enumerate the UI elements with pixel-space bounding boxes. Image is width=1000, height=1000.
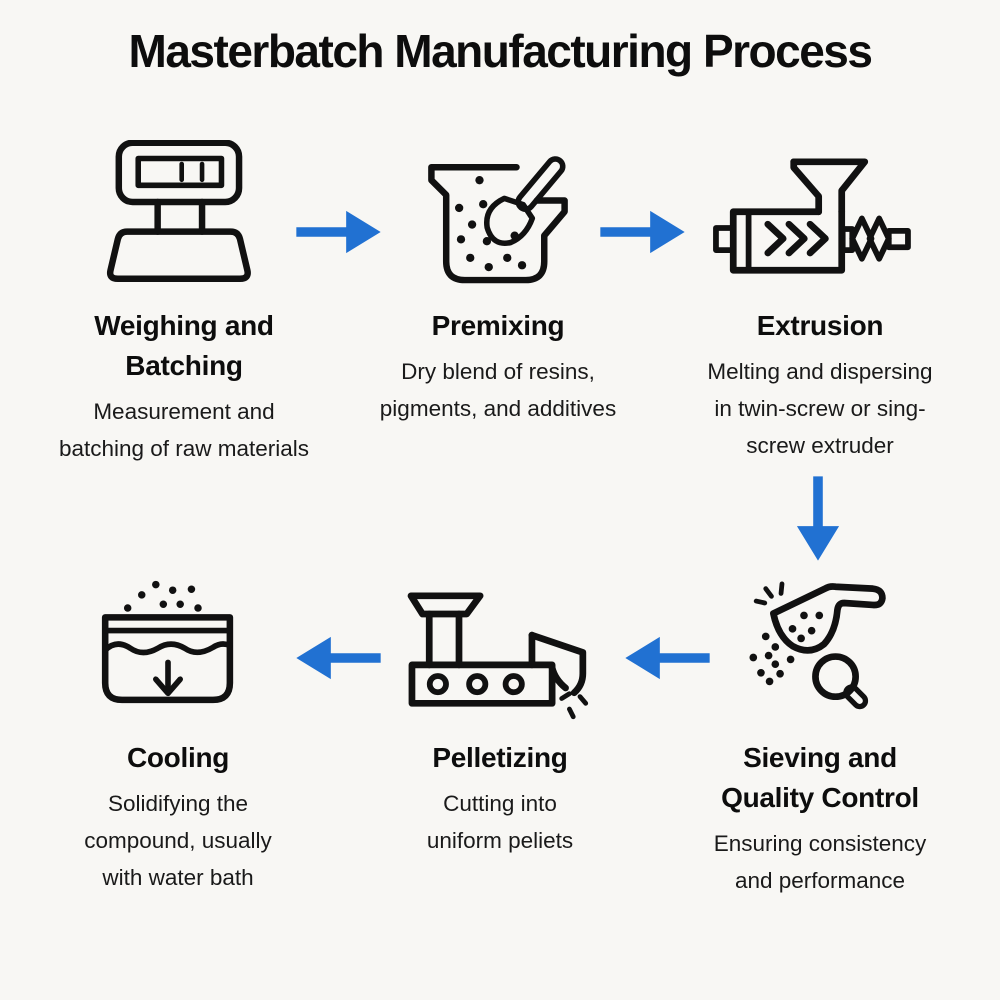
weighing-scale-icon: [104, 140, 252, 288]
flow-arrow-right-icon: [296, 209, 381, 255]
mixing-beaker-icon: [424, 145, 572, 293]
step-description: Ensuring consistency and performance: [713, 831, 927, 893]
step-title: Cooling: [126, 742, 230, 773]
step-weighing-and-batching: Weighing and Batching Measurement and ba…: [24, 306, 344, 467]
step-title: Weighing and Batching: [94, 310, 274, 381]
water-bath-icon: [88, 578, 248, 728]
page-title: Masterbatch Manufacturing Process: [128, 25, 873, 77]
step-sieving-quality-control: Sieving and Quality Control Ensuring con…: [660, 738, 980, 899]
step-description: Solidifying the compound, usually with w…: [84, 791, 272, 890]
extruder-icon: [710, 157, 912, 301]
step-extrusion: Extrusion Melting and dispersing in twin…: [660, 306, 980, 464]
step-premixing: Premixing Dry blend of resins, pigments,…: [338, 306, 658, 427]
step-description: Melting and dispersing in twin-screw or …: [707, 359, 933, 458]
step-description: Measurement and batching of raw material…: [58, 399, 310, 461]
step-pelletizing: Pelletizing Cutting into uniform peliets: [340, 738, 660, 859]
magnifier-lens: [812, 653, 859, 701]
flow-arrow-right-icon: [600, 209, 685, 255]
step-title: Premixing: [431, 310, 565, 341]
flow-arrow-left-icon: [625, 635, 710, 681]
step-title: Extrusion: [756, 310, 884, 341]
step-cooling: Cooling Solidifying the compound, usuall…: [18, 738, 338, 896]
step-description: Dry blend of resins, pigments, and addit…: [379, 359, 617, 421]
pelletizer-icon: [406, 591, 608, 735]
step-title: Sieving and Quality Control: [721, 742, 919, 813]
step-description: Cutting into uniform peliets: [426, 791, 574, 853]
step-title: Pelletizing: [432, 742, 568, 773]
flow-arrow-left-icon: [296, 635, 381, 681]
sieve-magnifier-icon: [733, 581, 896, 734]
flow-arrow-down-icon: [795, 476, 841, 561]
